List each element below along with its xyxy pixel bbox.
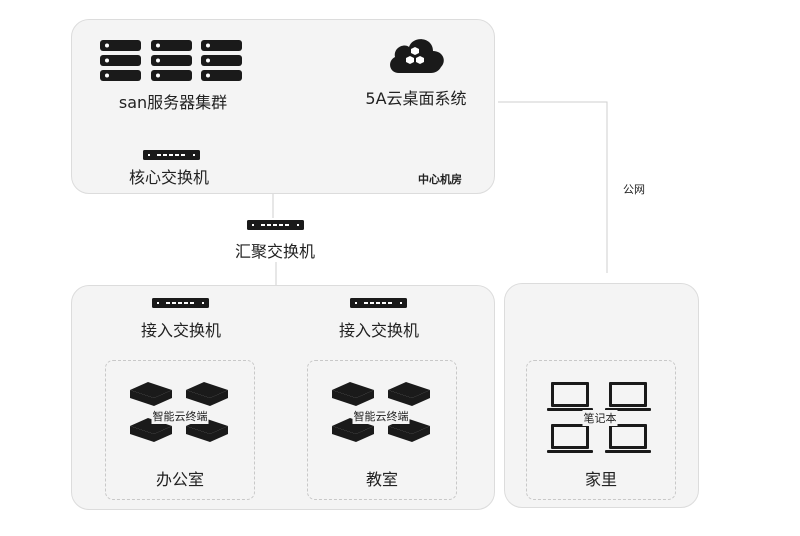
cloud-system-label: 5A云桌面系统 <box>365 89 467 108</box>
home-name: 家里 <box>584 470 618 489</box>
office-terminal-label: 智能云终端 <box>151 408 209 424</box>
home-area <box>526 360 676 500</box>
san-cluster-label: san服务器集群 <box>118 93 228 112</box>
switch-icon <box>350 298 407 308</box>
office-area <box>105 360 255 500</box>
laptop-icon <box>547 382 651 453</box>
switch-icon <box>143 150 200 160</box>
center-room-caption: 中心机房 <box>418 173 462 186</box>
thin-client-icon <box>332 382 430 442</box>
classroom-area <box>307 360 457 500</box>
switch-icon <box>152 298 209 308</box>
classroom-terminal-label: 智能云终端 <box>352 408 410 424</box>
classroom-access-switch-label: 接入交换机 <box>338 321 420 340</box>
office-name: 办公室 <box>155 470 205 489</box>
classroom-name: 教室 <box>365 470 399 489</box>
core-switch-label: 核心交换机 <box>128 168 210 187</box>
office-access-switch-label: 接入交换机 <box>140 321 222 340</box>
server-rack-icon <box>100 40 242 81</box>
switch-icon <box>247 220 304 230</box>
cloud-icon <box>390 39 444 73</box>
public-network-label: 公网 <box>623 183 645 196</box>
aggregation-switch-label: 汇聚交换机 <box>234 242 316 261</box>
home-panel <box>504 283 699 508</box>
thin-client-icon <box>130 382 228 442</box>
home-device-label: 笔记本 <box>582 410 618 426</box>
